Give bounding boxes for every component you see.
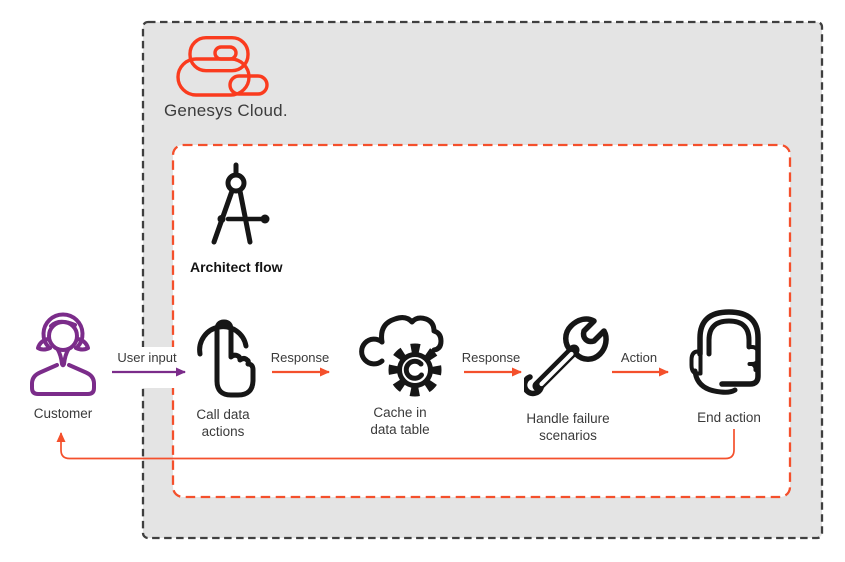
genesys-cloud-logo (176, 36, 269, 97)
cloud-gear-icon (359, 315, 444, 397)
drafting-compass-icon (211, 162, 270, 245)
response-arrow-1-label: Response (270, 350, 330, 365)
architect-flow-boundary (171, 143, 792, 499)
user-input-arrow-label: User input (117, 350, 177, 365)
action-arrow-label: Action (620, 350, 658, 365)
end-action-label: End action (697, 410, 761, 425)
architect-flow-label: Architect flow (190, 259, 283, 275)
touch-hand-icon (197, 319, 256, 398)
wrench-icon (524, 316, 609, 397)
end-action-node: End action (659, 303, 799, 426)
handle-failure-scenarios-node: Handle failure scenarios (498, 306, 638, 445)
headset-icon (689, 309, 761, 395)
customer-node: Customer (8, 305, 118, 422)
customer-woman-icon (30, 312, 96, 396)
call-data-actions-label: Call data actions (196, 407, 250, 440)
call-data-actions-node: Call data actions (168, 304, 278, 441)
customer-label: Customer (33, 406, 93, 421)
handle-failure-scenarios-label: Handle failure scenarios (526, 411, 610, 444)
cache-in-data-table-node: Cache in data table (345, 304, 455, 439)
response-arrow-2-label: Response (461, 350, 521, 365)
cache-in-data-table-label: Cache in data table (370, 405, 430, 438)
genesys-cloud-label: Genesys Cloud. (164, 101, 288, 120)
return-to-customer-arrow (56, 429, 735, 460)
